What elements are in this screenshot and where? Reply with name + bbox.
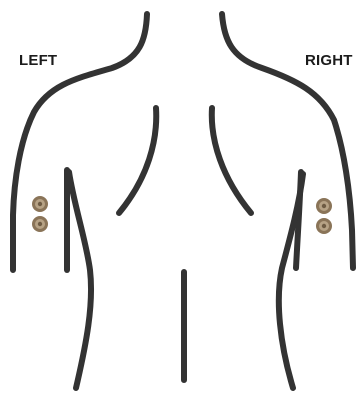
left-shoulder-blade-line [119, 108, 156, 213]
right-electrode-lower [316, 218, 332, 234]
right-electrode-upper [316, 198, 332, 214]
left-electrode-upper [32, 196, 48, 212]
right-torso-side-line [279, 174, 303, 388]
left-torso-side-line [69, 172, 91, 388]
right-shoulder-blade-line [212, 108, 251, 213]
left-electrode-lower [32, 216, 48, 232]
right-neck-shoulder-line [222, 14, 353, 268]
